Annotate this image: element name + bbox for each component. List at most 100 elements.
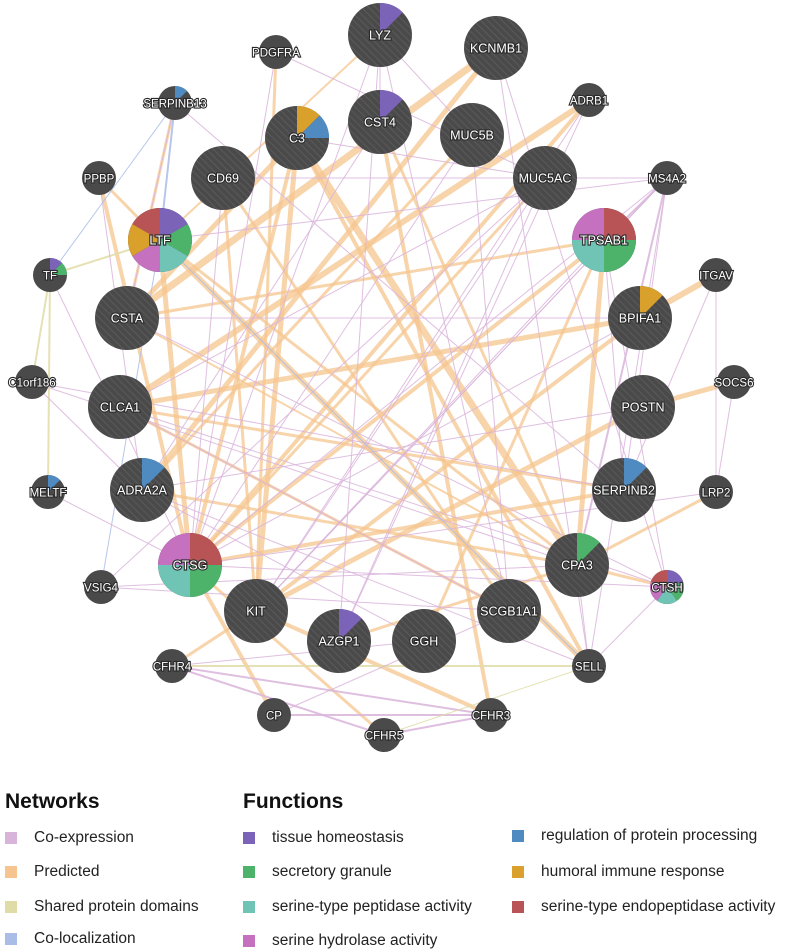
node-meltf[interactable]: MELTF <box>28 475 68 509</box>
node-c3[interactable]: C3 <box>265 106 329 170</box>
edge-SOCS6-LRP2 <box>715 381 735 493</box>
node-kcnmb1[interactable]: KCNMB1 <box>464 16 528 80</box>
edge-CTSG-CFHR5 <box>189 563 385 737</box>
node-cpa3[interactable]: CPA3 <box>545 533 609 597</box>
node-ms4a2[interactable]: MS4A2 <box>647 161 687 195</box>
secretory-granule-swatch <box>243 866 255 878</box>
edge-CFHR5-CFHR3 <box>383 714 492 736</box>
function-slice <box>572 240 604 272</box>
edge-BPIFA1-CTSG <box>189 317 641 566</box>
node-tf[interactable]: TF <box>33 258 67 292</box>
node-cd69[interactable]: CD69 <box>191 146 255 210</box>
node-circle <box>650 161 684 195</box>
legend-label: tissue homeostasis <box>272 829 404 846</box>
node-label: SOCS6 <box>715 378 754 390</box>
node-csta[interactable]: CSTA <box>95 286 159 350</box>
function-slice <box>380 90 403 122</box>
edge-CST4-CPA3 <box>378 121 579 566</box>
node-ggh[interactable]: GGH <box>392 609 456 673</box>
function-slice <box>48 475 61 492</box>
node-label: SELL <box>575 662 604 674</box>
node-label: ITGAV <box>699 271 733 283</box>
node-pdgfra[interactable]: PDGFRA <box>251 35 301 69</box>
edge-C3-CSTA <box>125 136 299 320</box>
function-slice <box>175 86 188 103</box>
function-slice <box>160 224 192 256</box>
edge-MUC5AC-KIT <box>255 177 546 612</box>
edge-SERPINB2-CTSG <box>189 488 625 567</box>
tissue-homeostasis-swatch <box>243 832 255 844</box>
edge-MUC5AC-CTSG <box>188 176 547 567</box>
node-adra2a[interactable]: ADRA2A <box>110 458 174 522</box>
node-serpinb2[interactable]: SERPINB2 <box>592 458 656 522</box>
edge-TF-SERPINB13 <box>49 102 176 276</box>
node-ppbp[interactable]: PPBP <box>82 161 116 195</box>
node-cfhr3[interactable]: CFHR3 <box>471 698 511 732</box>
node-kit[interactable]: KIT <box>224 579 288 643</box>
node-label: MUC5B <box>450 129 494 143</box>
node-cfhr4[interactable]: CFHR4 <box>152 649 193 683</box>
node-adrb1[interactable]: ADRB1 <box>569 83 609 117</box>
node-ctsh[interactable]: CTSH <box>650 570 684 605</box>
legend-co-localization: Co-localization <box>5 930 136 948</box>
node-label: CST4 <box>364 116 396 130</box>
node-itgav[interactable]: ITGAV <box>698 258 734 292</box>
node-circle <box>440 103 504 167</box>
function-slice <box>604 240 636 272</box>
node-lyz[interactable]: LYZ <box>348 3 412 67</box>
edge-TF-MELTF <box>47 274 51 493</box>
function-slice <box>667 581 684 601</box>
node-ltf[interactable]: LTF <box>127 208 192 272</box>
node-circle <box>392 609 456 673</box>
node-cfhr5[interactable]: CFHR5 <box>364 718 404 752</box>
function-slice <box>572 208 604 240</box>
node-circle <box>259 35 293 69</box>
node-muc5ac[interactable]: MUC5AC <box>513 146 577 210</box>
node-muc5b[interactable]: MUC5B <box>440 103 504 167</box>
legend-label: secretory granule <box>272 863 392 880</box>
edge-BPIFA1-CLCA1 <box>119 315 641 410</box>
node-serpinb13[interactable]: SERPINB13 <box>142 86 208 120</box>
legend-label: Predicted <box>34 863 100 880</box>
edge-TPSAB1-CSTA <box>126 238 605 320</box>
edge-KIT-CFHR3 <box>255 609 492 717</box>
predicted-swatch <box>5 866 17 878</box>
node-label: SCGB1A1 <box>480 605 538 619</box>
node-bpifa1[interactable]: BPIFA1 <box>608 286 672 350</box>
edge-CST4-CFHR3 <box>378 121 493 716</box>
edge-VSIG4-SCGB1A1 <box>100 586 510 612</box>
node-cp[interactable]: CP <box>257 698 291 732</box>
node-label: KCNMB1 <box>470 42 522 56</box>
node-ctsg[interactable]: CTSG <box>158 533 222 597</box>
node-scgb1a1[interactable]: SCGB1A1 <box>477 579 541 643</box>
node-label: LRP2 <box>702 488 731 500</box>
node-azgp1[interactable]: AZGP1 <box>307 609 371 673</box>
function-slice <box>339 609 362 641</box>
node-cst4[interactable]: CST4 <box>348 90 412 154</box>
node-clca1[interactable]: CLCA1 <box>88 375 152 439</box>
node-label: MS4A2 <box>648 174 686 186</box>
node-tpsab1[interactable]: TPSAB1 <box>572 208 636 272</box>
node-lrp2[interactable]: LRP2 <box>699 475 733 509</box>
legend-humoral-immune-response: humoral immune response <box>512 863 725 881</box>
node-socs6[interactable]: SOCS6 <box>713 365 755 399</box>
function-slice <box>657 587 677 605</box>
node-circle <box>572 649 606 683</box>
node-sell[interactable]: SELL <box>572 649 606 683</box>
edge-CD69-KIT <box>221 177 258 612</box>
node-label: KIT <box>246 605 266 619</box>
node-postn[interactable]: POSTN <box>611 375 675 439</box>
node-label: VSIG4 <box>84 583 118 595</box>
node-c1orf186[interactable]: C1orf186 <box>7 365 57 399</box>
legend-shared-protein-domains: Shared protein domains <box>5 898 199 916</box>
legend-label: Co-localization <box>34 930 136 947</box>
function-slice <box>624 458 647 490</box>
legend-serine-type-peptidase-activity: serine-type peptidase activity <box>243 898 472 916</box>
node-label: CP <box>266 711 282 723</box>
node-vsig4[interactable]: VSIG4 <box>83 570 120 604</box>
node-label: ADRB1 <box>570 96 608 108</box>
node-label: MUC5AC <box>519 172 572 186</box>
node-circle <box>95 286 159 350</box>
edge-MUC5B-ADRA2A <box>140 133 474 492</box>
